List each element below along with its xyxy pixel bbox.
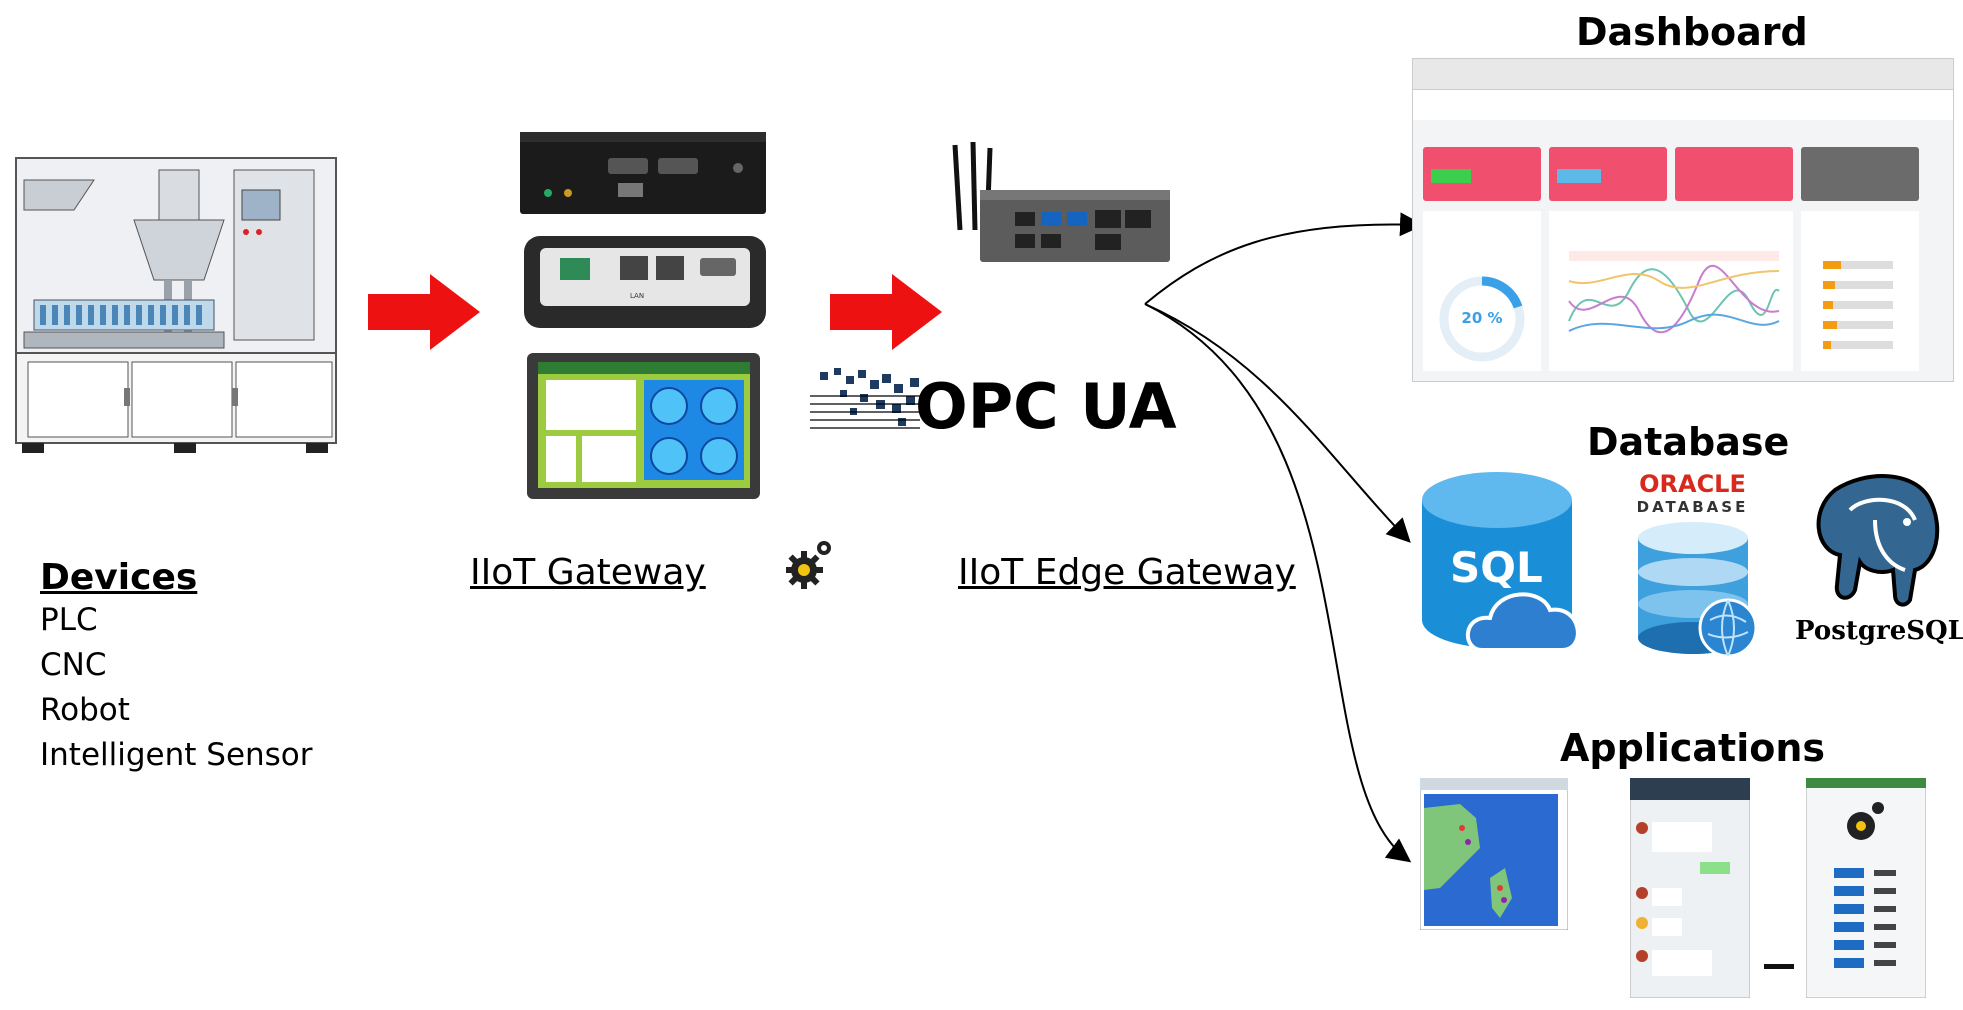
sql-logo-text: SQL	[1450, 543, 1543, 592]
devices-title: Devices	[40, 557, 198, 598]
device-item-robot: Robot	[40, 692, 130, 728]
device-item-sensor: Intelligent Sensor	[40, 737, 313, 773]
stat-card-4	[1801, 147, 1919, 201]
curve-to-database	[1144, 303, 1411, 543]
applications-title: Applications	[1560, 726, 1825, 770]
opc-ua-logo: OPC UA	[810, 368, 1177, 440]
stat-card-1	[1423, 147, 1541, 201]
gear-icon	[786, 541, 831, 589]
oracle-sub-text: DATABASE	[1636, 498, 1749, 516]
opc-ua-logo-text: OPC UA	[915, 370, 1177, 440]
dashboard-title: Dashboard	[1576, 10, 1808, 54]
database-title: Database	[1587, 420, 1790, 464]
devices-section: Devices PLC CNC Robot Intelligent Sensor	[40, 557, 313, 778]
oracle-logo-text: ORACLE	[1639, 470, 1746, 498]
arrow-devices-to-gateway	[368, 274, 480, 350]
edge-gateway-label: IIoT Edge Gateway	[958, 552, 1296, 593]
mobile-app-screenshot	[1806, 778, 1926, 998]
gauge-panel: 20 %	[1423, 211, 1541, 371]
chat-app-screenshot	[1630, 778, 1750, 998]
bar-panel	[1801, 211, 1919, 371]
postgresql-logo: PostgreSQL	[1795, 470, 1963, 660]
gateway-box-2: LAN	[524, 236, 766, 328]
gauge-value: 20 %	[1461, 309, 1503, 327]
edge-gateway-device	[952, 141, 1170, 262]
device-item-cnc: CNC	[40, 647, 107, 683]
curve-to-applications	[1144, 303, 1412, 863]
dashboard-screenshot: 20 %	[1412, 58, 1954, 382]
dashboard-header	[1413, 90, 1953, 120]
gateway-box-1	[520, 132, 766, 214]
svg-text:LAN: LAN	[630, 292, 644, 300]
arrow-gateway-to-edge	[830, 274, 942, 350]
stat-card-3	[1675, 147, 1793, 201]
browser-bar	[1413, 59, 1953, 90]
mobile-home-bar	[1764, 964, 1794, 969]
map-app-screenshot	[1420, 778, 1568, 930]
postgres-logo-text: PostgreSQL	[1795, 616, 1963, 646]
stat-card-2	[1549, 147, 1667, 201]
line-chart-panel	[1549, 211, 1793, 371]
oracle-database-logo: ORACLE DATABASE	[1620, 470, 1765, 660]
device-item-plc: PLC	[40, 602, 98, 638]
iiot-gateway-label: IIoT Gateway	[470, 552, 706, 593]
gateway-hmi-panel	[527, 353, 760, 499]
curve-to-dashboard	[1144, 212, 1424, 305]
machine-illustration	[15, 157, 337, 453]
sql-azure-icon: SQL	[1422, 472, 1580, 652]
